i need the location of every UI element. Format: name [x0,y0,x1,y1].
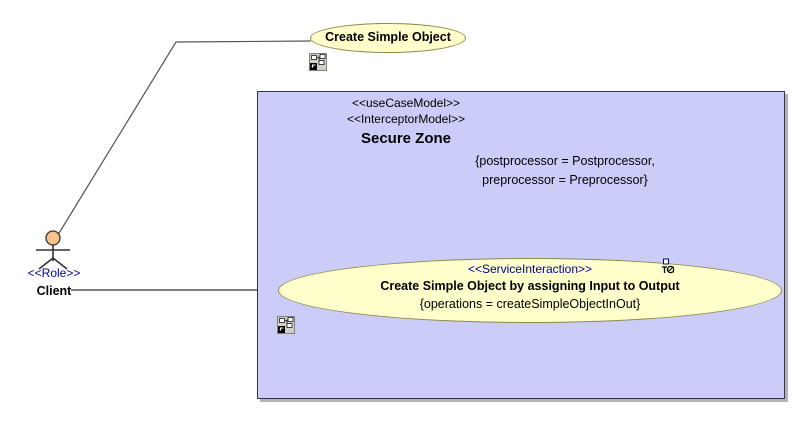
package-stereotype-usecasemodel: <<useCaseModel>> [351,96,461,110]
actor-leg-right [52,257,68,270]
package-title: Secure Zone [360,130,452,147]
actor-label: Client [36,284,72,298]
actor-client-figure[interactable] [22,230,84,272]
diagram-link-icon[interactable] [276,315,296,335]
package-constraint-line-2: preprocessor = Preprocessor} [482,173,648,187]
use-case-create-simple-object[interactable] [310,23,466,53]
use-case-create-simple-object-label: Create Simple Object [325,30,451,44]
package-constraint: {postprocessor = Postprocessor, preproce… [400,152,730,190]
diagram-link-icon[interactable] [308,52,328,72]
use-case-service-interaction-label: Create Simple Object by assigning Input … [380,279,680,293]
svg-text:☐: ☐ [668,266,675,275]
actor-leg-left [38,257,54,270]
note-icon[interactable]: ☐ [659,258,677,276]
use-case-service-interaction-stereotype: <<ServiceInteraction>> [467,262,593,276]
use-case-service-interaction[interactable] [278,258,782,323]
actor-head [45,230,61,246]
package-stereotype-interceptormodel: <<InterceptorModel>> [346,112,466,126]
package-constraint-line-1: {postprocessor = Postprocessor, [475,154,655,168]
package-secure-zone[interactable] [257,91,785,399]
use-case-service-interaction-constraint: {operations = createSimpleObjectInOut} [419,297,641,311]
actor-stereotype: <<Role>> [27,266,81,280]
